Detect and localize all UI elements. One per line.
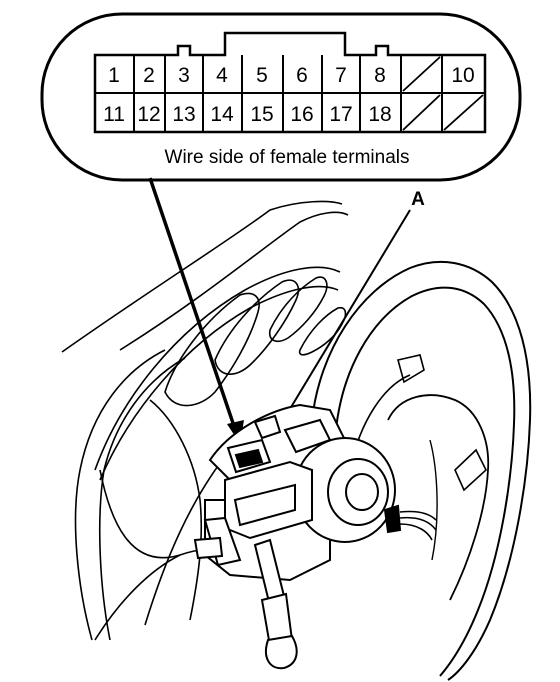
instrument-panel (61, 200, 349, 641)
combination-switch (193, 403, 402, 670)
terminal-13: 13 (172, 103, 195, 126)
terminal-2: 2 (143, 64, 155, 87)
terminal-grid (95, 55, 485, 132)
connector-bubble (40, 12, 522, 182)
terminal-12: 12 (137, 103, 160, 126)
terminal-4: 4 (216, 64, 228, 87)
wire-harness (399, 510, 437, 541)
terminal-6: 6 (296, 64, 308, 87)
connector-housing (93, 31, 487, 134)
terminal-11: 11 (103, 103, 125, 126)
terminal-1: 1 (108, 64, 120, 87)
terminal-10: 10 (451, 64, 474, 87)
terminal-row-2: 11 12 13 14 15 16 17 18 (103, 103, 392, 126)
terminal-18: 18 (368, 103, 391, 126)
terminal-17: 17 (329, 103, 352, 126)
terminal-row-1: 1 2 3 4 5 6 7 8 10 (108, 64, 475, 87)
terminal-16: 16 (290, 103, 313, 126)
terminal-5: 5 (256, 64, 268, 87)
terminal-8: 8 (374, 64, 386, 87)
steering-wheel (311, 260, 532, 681)
empty-cavity-markers (402, 56, 484, 131)
terminal-15: 15 (250, 103, 273, 126)
terminal-14: 14 (210, 103, 234, 126)
terminal-3: 3 (178, 64, 190, 87)
callout-a-label: A (411, 189, 425, 210)
connector-caption: Wire side of female terminals (165, 147, 410, 168)
terminal-7: 7 (335, 64, 347, 87)
